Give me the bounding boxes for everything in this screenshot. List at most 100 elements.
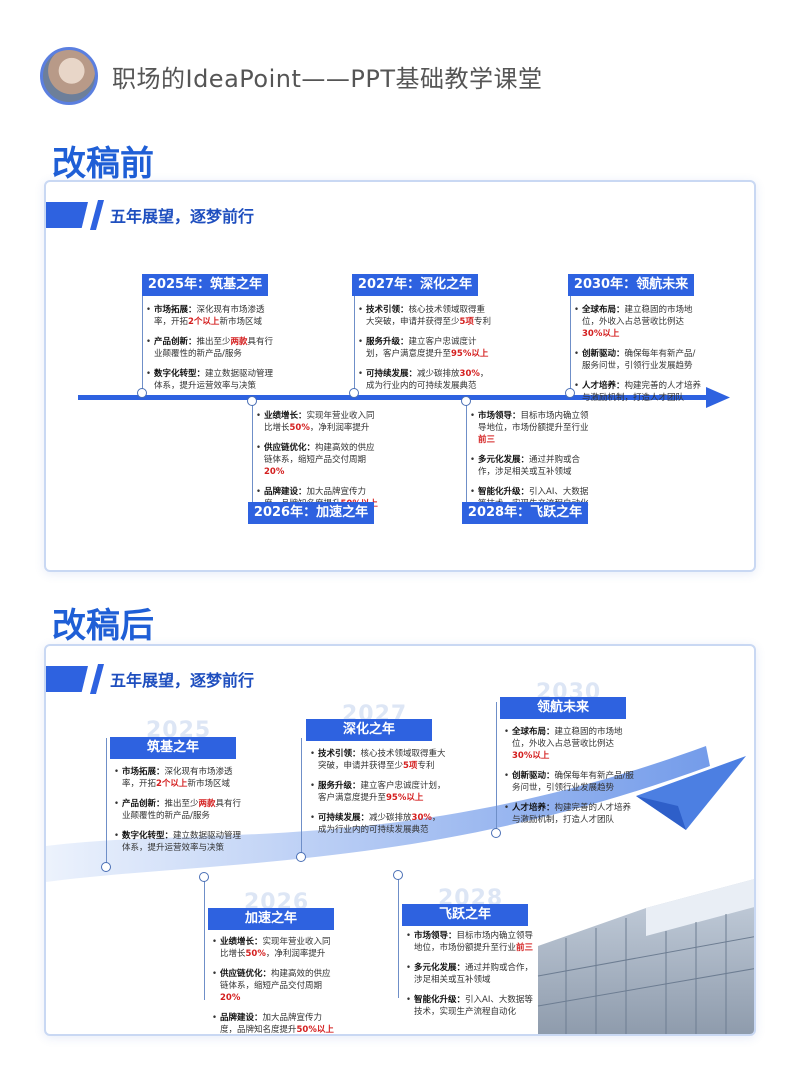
before-section-title: 改稿前	[52, 144, 154, 184]
milestone-item: 品牌建设：加大品牌宣传力度，品牌知名度提升50%以上	[212, 1012, 338, 1034]
milestone-list: 全球布局：建立稳固的市场地位，外收入占总营收比例达30%以上创新驱动：确保每年有…	[574, 304, 702, 412]
milestone-item-highlight: 30%	[459, 369, 480, 379]
milestone-item-text: 新市场区域	[187, 779, 230, 789]
office-building-image	[537, 879, 754, 1034]
milestone-connector	[466, 400, 467, 504]
milestone-item: 市场拓展：深化现有市场渗透率，开拓2个以上新市场区域	[146, 304, 276, 328]
milestone-item: 多元化发展：通过并购或合作，涉足相关或互补领域	[406, 962, 534, 986]
before-slide: 五年展望，逐梦前行 2025年：筑基之年 市场拓展：深化现有市场渗透率，开拓2个…	[44, 180, 756, 572]
milestone-item-text: 建立数据驱动管理体系，提升运营效率与决策	[122, 831, 242, 853]
milestone-item-label: 服务升级：	[318, 781, 361, 791]
heading-accent-bar	[46, 666, 88, 692]
milestone-connector	[106, 738, 107, 866]
milestone-item-text: 构建高效的供应链体系，缩短产品交付周期	[264, 443, 375, 465]
milestone-item-text: 实现年营业收入同比增长	[264, 411, 375, 433]
milestone-item-highlight: 前三	[516, 943, 534, 953]
post-header: 职场的IdeaPoint——PPT基础教学课堂	[40, 46, 542, 106]
milestone-item-text: 构建完善的人才培养与激励机制，打造人才团队	[512, 803, 632, 825]
milestone-item: 数字化转型：建立数据驱动管理体系，提升运营效率与决策	[146, 368, 276, 392]
milestone-item-label: 业绩增长：	[264, 411, 307, 421]
milestone-item-text: 建立客户忠诚度计划，客户满意度提升至	[366, 337, 477, 359]
milestone-item-label: 创新驱动：	[582, 349, 625, 359]
slide-title: 五年展望，逐梦前行	[110, 207, 255, 226]
slide-heading: 五年展望，逐梦前行	[46, 664, 254, 694]
milestone-item-label: 业绩增长：	[220, 937, 263, 947]
milestone-item: 数字化转型：建立数据驱动管理体系，提升运营效率与决策	[114, 830, 242, 854]
milestone-item-text: 推出至少	[164, 799, 199, 809]
milestone-item-label: 供应链优化：	[264, 443, 316, 453]
milestone-item: 业绩增长：实现年营业收入同比增长50%，净利润率提升	[212, 936, 338, 960]
milestone-item-label: 多元化发展：	[414, 963, 466, 973]
milestone-connector	[142, 296, 143, 394]
milestone-item: 全球布局：建立稳固的市场地位，外收入占总营收比例达30%以上	[574, 304, 702, 340]
milestone-item-label: 市场拓展：	[122, 767, 165, 777]
milestone-item-label: 人才培养：	[582, 381, 625, 391]
milestone-item: 市场领导：目标市场内确立领导地位，市场份额提升至行业前三	[406, 930, 534, 954]
timeline-dot	[461, 396, 471, 406]
milestone-item: 技术引领：核心技术领域取得重大突破，申请并获得至少5项专利	[310, 748, 446, 772]
milestone-item-text: 专利	[417, 761, 435, 771]
milestone-item-text: 目标市场内确立领导地位，市场份额提升至行业	[478, 411, 589, 433]
milestone-title: 2030年：领航未来	[568, 274, 694, 296]
milestone-item-label: 数字化转型：	[122, 831, 174, 841]
milestone-item-text: 新市场区域	[219, 317, 262, 327]
milestone-item-highlight: 30%	[411, 813, 432, 823]
milestone-item-highlight: 95%以上	[386, 793, 424, 803]
milestone-item-label: 创新驱动：	[512, 771, 555, 781]
milestone-item-label: 品牌建设：	[264, 487, 307, 497]
timeline-dot	[296, 852, 306, 862]
timeline-dot	[199, 872, 209, 882]
milestone-list: 业绩增长：实现年营业收入同比增长50%，净利润率提升供应链优化：构建高效的供应链…	[212, 936, 338, 1034]
timeline-dot	[101, 862, 111, 872]
milestone-item-highlight: 50%	[245, 949, 266, 959]
milestone-item-highlight: 95%以上	[451, 349, 489, 359]
milestone-item-text: 确保每年有新产品/服务问世，引领行业发展趋势	[512, 771, 634, 793]
milestone-connector	[398, 878, 399, 998]
milestone-item-text: 引入AI、大数据等技术，实现生产流程自动化	[414, 995, 533, 1017]
milestone-item: 可持续发展：减少碳排放30%，成为行业内的可持续发展典范	[358, 368, 492, 392]
milestone-item-text: ，成为行业内的可持续发展典范	[366, 369, 489, 391]
milestone-item-text: ，净利润率提升	[265, 949, 326, 959]
timeline-dot	[137, 388, 147, 398]
milestone-item-text: 确保每年有新产品/服务问世，引领行业发展趋势	[582, 349, 696, 371]
milestone-item-text: 通过并购或合作，涉足相关或互补领域	[478, 455, 581, 477]
milestone-item-label: 产品创新：	[154, 337, 197, 347]
milestone-item: 服务升级：建立客户忠诚度计划，客户满意度提升至95%以上	[358, 336, 492, 360]
milestone-item: 人才培养：构建完善的人才培养与激励机制，打造人才团队	[504, 802, 634, 826]
timeline-dot	[349, 388, 359, 398]
milestone-item: 服务升级：建立客户忠诚度计划，客户满意度提升至95%以上	[310, 780, 446, 804]
milestone-item-text: 实现年营业收入同比增长	[220, 937, 331, 959]
milestone-item-text: 深化现有市场渗透率，开拓	[122, 767, 233, 789]
milestone-item-label: 数字化转型：	[154, 369, 206, 379]
milestone-item-text: 深化现有市场渗透率，开拓	[154, 305, 265, 327]
milestone-item: 创新驱动：确保每年有新产品/服务问世，引领行业发展趋势	[504, 770, 634, 794]
timeline-dot	[393, 870, 403, 880]
milestone-item-text: ，成为行业内的可持续发展典范	[318, 813, 441, 835]
milestone-list: 市场领导：目标市场内确立领导地位，市场份额提升至行业前三多元化发展：通过并购或合…	[406, 930, 534, 1026]
milestone-item: 人才培养：构建完善的人才培养与激励机制，打造人才团队	[574, 380, 702, 404]
milestone-item-label: 人才培养：	[512, 803, 555, 813]
milestone-item: 市场领导：目标市场内确立领导地位，市场份额提升至行业前三	[470, 410, 594, 446]
milestone-item-text: 具有行业颠覆性的新产品/服务	[122, 799, 242, 821]
milestone-title: 2026年：加速之年	[248, 502, 374, 524]
milestone-connector	[354, 296, 355, 394]
milestone-item-text: 专利	[473, 317, 491, 327]
slide-heading: 五年展望，逐梦前行	[46, 200, 254, 230]
milestone-list: 技术引领：核心技术领域取得重大突破，申请并获得至少5项专利服务升级：建立客户忠诚…	[310, 748, 446, 844]
milestone-item-label: 智能化升级：	[414, 995, 466, 1005]
milestone-item-label: 技术引领：	[318, 749, 361, 759]
milestone-item-text: 建立稳固的市场地位，外收入占总营收比例达	[512, 727, 623, 749]
milestone-item: 技术引领：核心技术领域取得重大突破，申请并获得至少5项专利	[358, 304, 492, 328]
milestone-item-text: 建立数据驱动管理体系，提升运营效率与决策	[154, 369, 274, 391]
milestone-connector	[252, 400, 253, 504]
milestone-list: 全球布局：建立稳固的市场地位，外收入占总营收比例达30%以上创新驱动：确保每年有…	[504, 726, 634, 834]
milestone-item-text: ，净利润率提升	[309, 423, 370, 433]
slide-title: 五年展望，逐梦前行	[110, 671, 255, 690]
milestone-connector	[570, 296, 571, 394]
milestone-item-label: 市场领导：	[414, 931, 457, 941]
milestone-item-highlight: 5项	[403, 761, 418, 771]
milestone-item: 创新驱动：确保每年有新产品/服务问世，引领行业发展趋势	[574, 348, 702, 372]
milestone-item: 产品创新：推出至少两款具有行业颠覆性的新产品/服务	[146, 336, 276, 360]
milestone-item-highlight: 20%	[264, 467, 285, 477]
milestone-title: 深化之年	[306, 719, 432, 741]
